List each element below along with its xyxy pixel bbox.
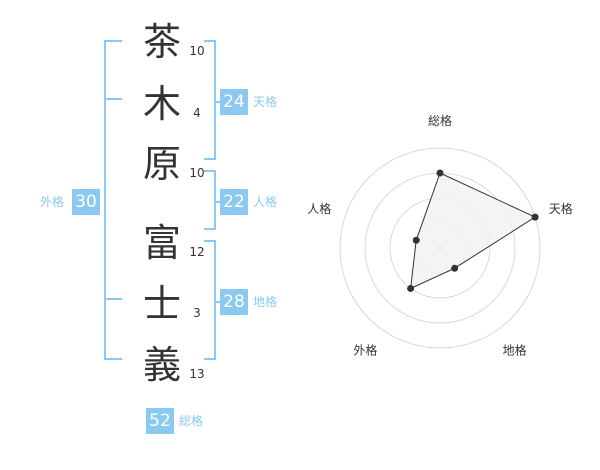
radar-point-0 <box>436 169 444 177</box>
radar-axis-label-4: 人格 <box>307 201 331 216</box>
stroke-count-3: 10 <box>189 166 205 180</box>
radar-point-2 <box>451 264 459 272</box>
name-char-3: 原 <box>142 142 181 186</box>
radar-axis-label-2: 地格 <box>503 343 527 358</box>
radar-point-4 <box>412 236 420 244</box>
stroke-count-2: 4 <box>193 106 201 120</box>
jinkaku-value: 22 <box>220 189 248 215</box>
radar-polygon <box>410 172 537 290</box>
soukaku-label: 総格 <box>179 414 204 428</box>
soukaku-value: 52 <box>146 408 174 434</box>
radar-axis-label-1: 天格 <box>549 201 573 216</box>
radar-ring-2 <box>389 197 491 299</box>
name-char-4: 富 <box>142 221 181 265</box>
chikaku-value: 28 <box>220 289 248 315</box>
radar-axis-label-3: 外格 <box>353 343 377 358</box>
radar-ring-4 <box>339 147 541 349</box>
radar-ring-1 <box>414 222 466 274</box>
radar-axis-label-0: 総格 <box>428 113 452 128</box>
tenkaku-value: 24 <box>220 89 248 115</box>
stroke-count-6: 13 <box>189 367 205 381</box>
name-char-2: 木 <box>142 82 181 126</box>
radar-center <box>437 245 443 251</box>
name-char-6: 義 <box>142 343 181 387</box>
tenkaku-label: 天格 <box>253 95 278 109</box>
radar-point-3 <box>407 284 415 292</box>
name-char-5: 士 <box>142 282 181 326</box>
jinkaku-label: 人格 <box>253 195 278 209</box>
radar-ring-3 <box>364 172 516 324</box>
radar-point-1 <box>531 213 539 221</box>
stroke-count-4: 12 <box>189 245 205 259</box>
gaikaku-value: 30 <box>72 189 100 215</box>
gaikaku-label: 外格 <box>40 195 65 209</box>
chikaku-label: 地格 <box>253 295 278 309</box>
stroke-count-1: 10 <box>189 44 205 58</box>
stroke-count-5: 3 <box>193 306 201 320</box>
name-char-1: 茶 <box>142 20 181 64</box>
